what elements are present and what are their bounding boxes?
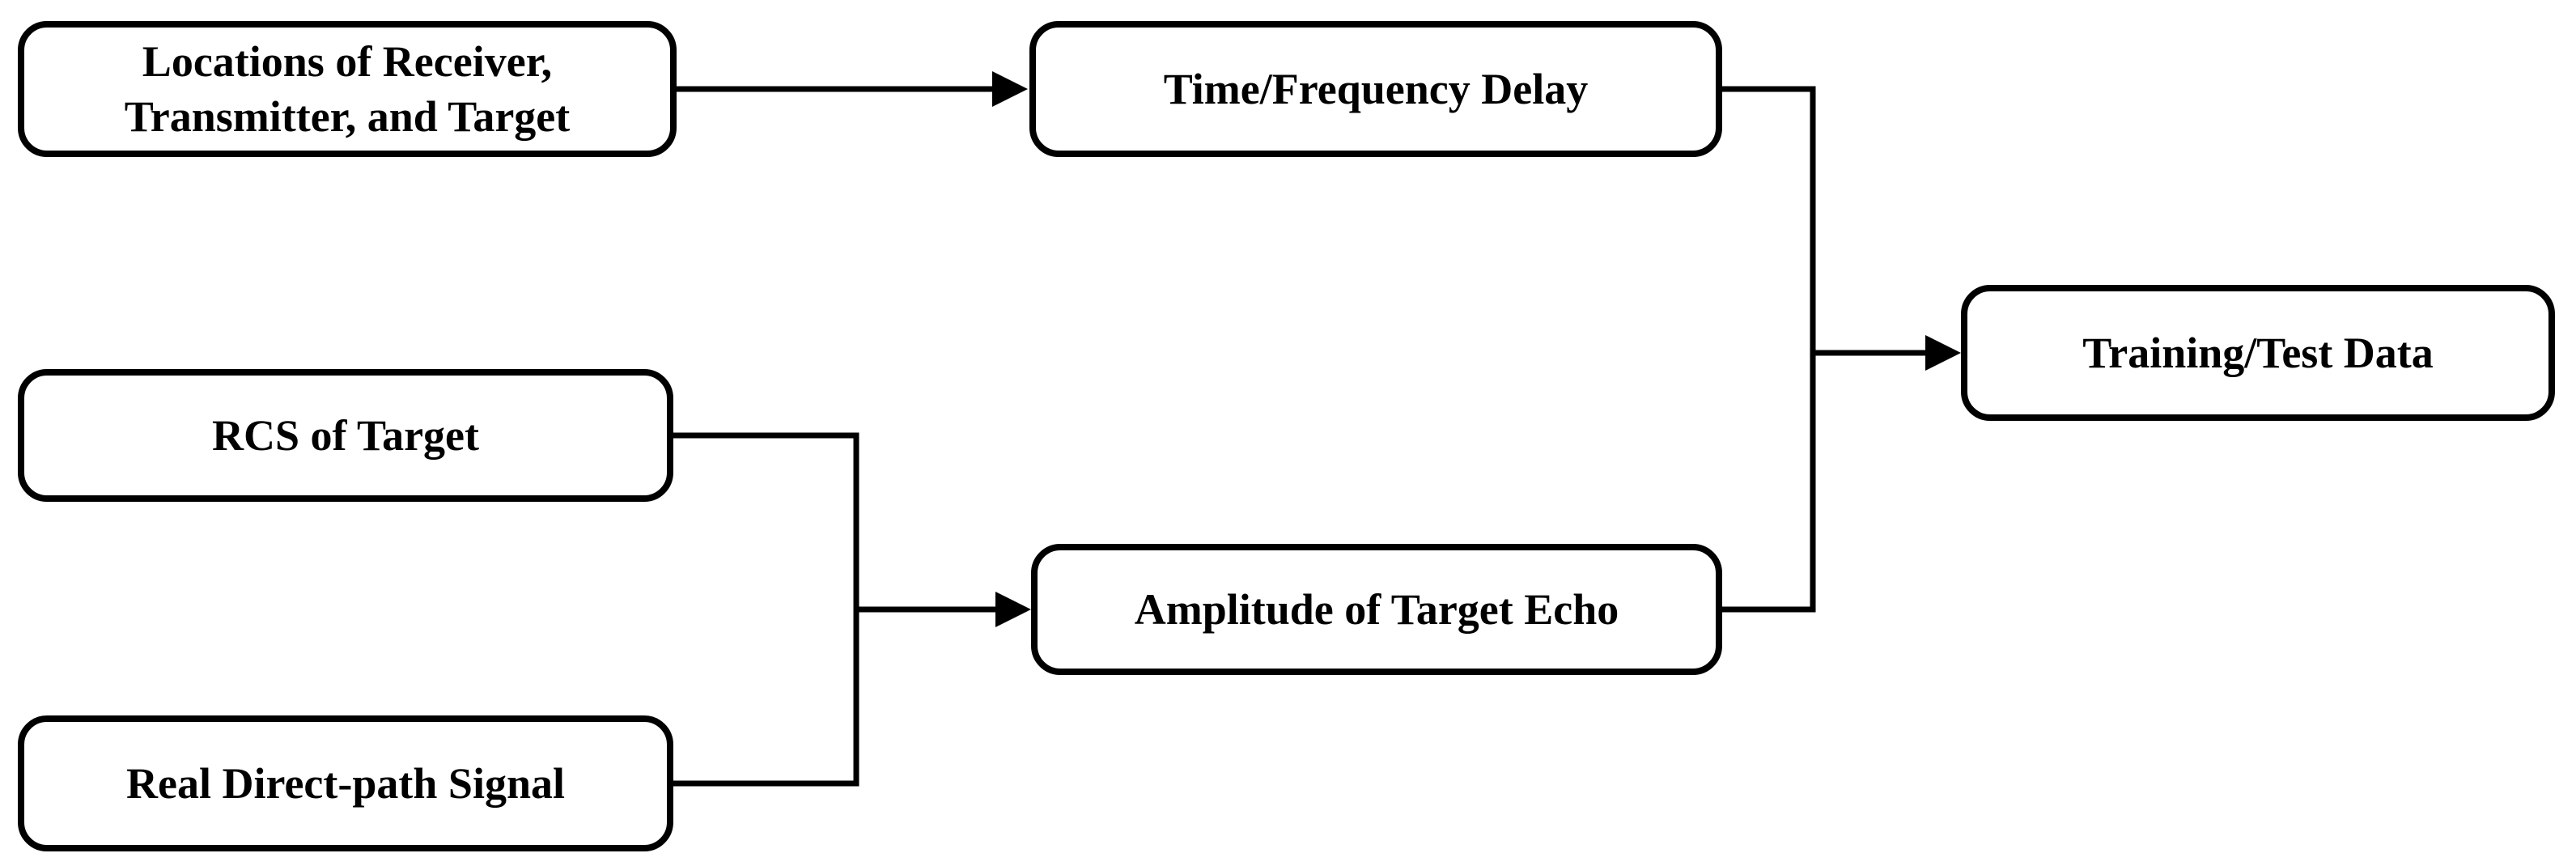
arrowhead-into-amplitude-icon [995,592,1031,627]
node-label: Time/Frequency Delay [1163,64,1589,113]
node-amplitude-of-target-echo: Amplitude of Target Echo [1031,544,1722,675]
node-locations-of-receiver-transmitter-target: Locations of Receiver, Transmitter, and … [18,21,677,157]
node-label: Locations of Receiver, Transmitter, and … [124,36,571,141]
node-label: Training/Test Data [2082,328,2434,377]
node-label: RCS of Target [211,410,479,460]
arrowhead-into-delay-icon [992,71,1028,107]
edge-delay-amplitude-merge [1722,86,1816,613]
node-label: Real Direct-path Signal [126,758,565,808]
node-training-test-data: Training/Test Data [1961,285,2555,421]
arrowhead-into-training-icon [1925,335,1961,371]
edge-rcs-directpath-merge [673,432,859,787]
node-rcs-of-target: RCS of Target [18,369,673,502]
node-label: Amplitude of Target Echo [1134,584,1619,634]
node-time-frequency-delay: Time/Frequency Delay [1029,21,1722,157]
node-real-direct-path-signal: Real Direct-path Signal [18,715,673,851]
